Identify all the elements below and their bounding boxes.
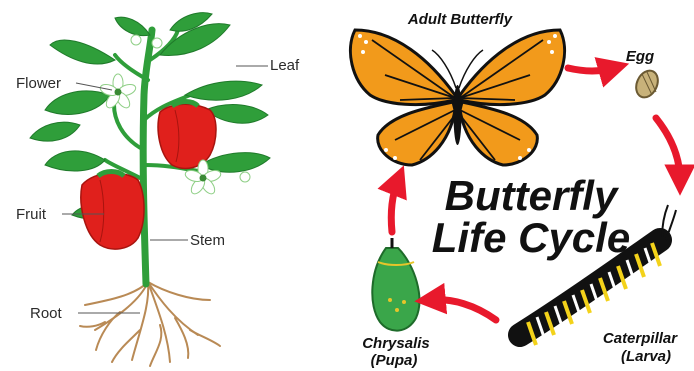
pepper-fruit-large [81, 173, 144, 249]
adult-butterfly-illustration [350, 30, 564, 165]
arrow-adult-to-egg [568, 68, 614, 71]
label-larva: (Larva) [621, 348, 671, 365]
label-adult-butterfly: Adult Butterfly [407, 11, 513, 28]
label-flower: Flower [16, 75, 61, 92]
label-fruit: Fruit [16, 206, 47, 223]
egg-illustration [632, 67, 662, 101]
label-pupa: (Pupa) [371, 352, 418, 369]
plant-illustration [30, 13, 270, 366]
label-stem: Stem [190, 232, 225, 249]
arrow-pupa-to-adult [391, 180, 398, 232]
title-line-2: Life Cycle [432, 214, 630, 261]
label-root: Root [30, 305, 63, 322]
chrysalis-illustration [372, 238, 419, 331]
label-egg: Egg [626, 48, 654, 65]
label-chrysalis: Chrysalis [362, 335, 430, 352]
label-leaf: Leaf [270, 57, 300, 74]
plant-roots [80, 282, 220, 366]
label-caterpillar: Caterpillar [603, 330, 678, 347]
pepper-fruit-upper [158, 104, 216, 168]
plant-stem [143, 30, 152, 284]
arrow-egg-to-larva [656, 118, 680, 180]
title-line-1: Butterfly [445, 172, 620, 219]
arrow-larva-to-pupa [430, 300, 496, 320]
